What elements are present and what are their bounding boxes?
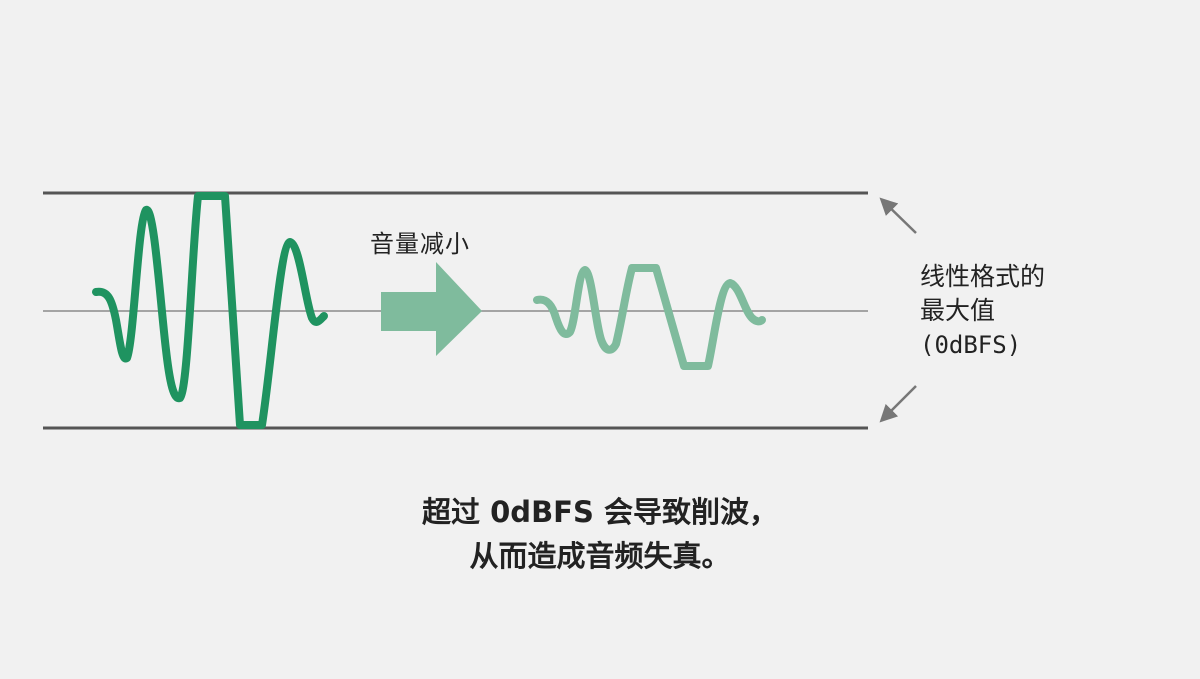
pointer-lower-arrow [879,385,917,423]
volume-reduction-arrow [381,262,482,356]
caption-line1: 超过 0dBFS 会导致削波， [422,495,778,529]
pointer-upper-arrow [879,197,917,234]
caption-line2: 从而造成音频失真。 [469,539,731,573]
caption: 超过 0dBFS 会导致削波， 从而造成音频失真。 [0,490,1200,578]
max-label-line3: (0dBFS) [920,331,1022,359]
max-label-line2: 最大值 [920,296,996,325]
max-label-line1: 线性格式的 [920,262,1046,291]
volume-reduction-label: 音量减小 [370,230,470,258]
clipped-waveform [92,192,328,429]
reduced-waveform [533,264,766,370]
max-value-label: 线性格式的 最大值 (0dBFS) [920,260,1045,362]
